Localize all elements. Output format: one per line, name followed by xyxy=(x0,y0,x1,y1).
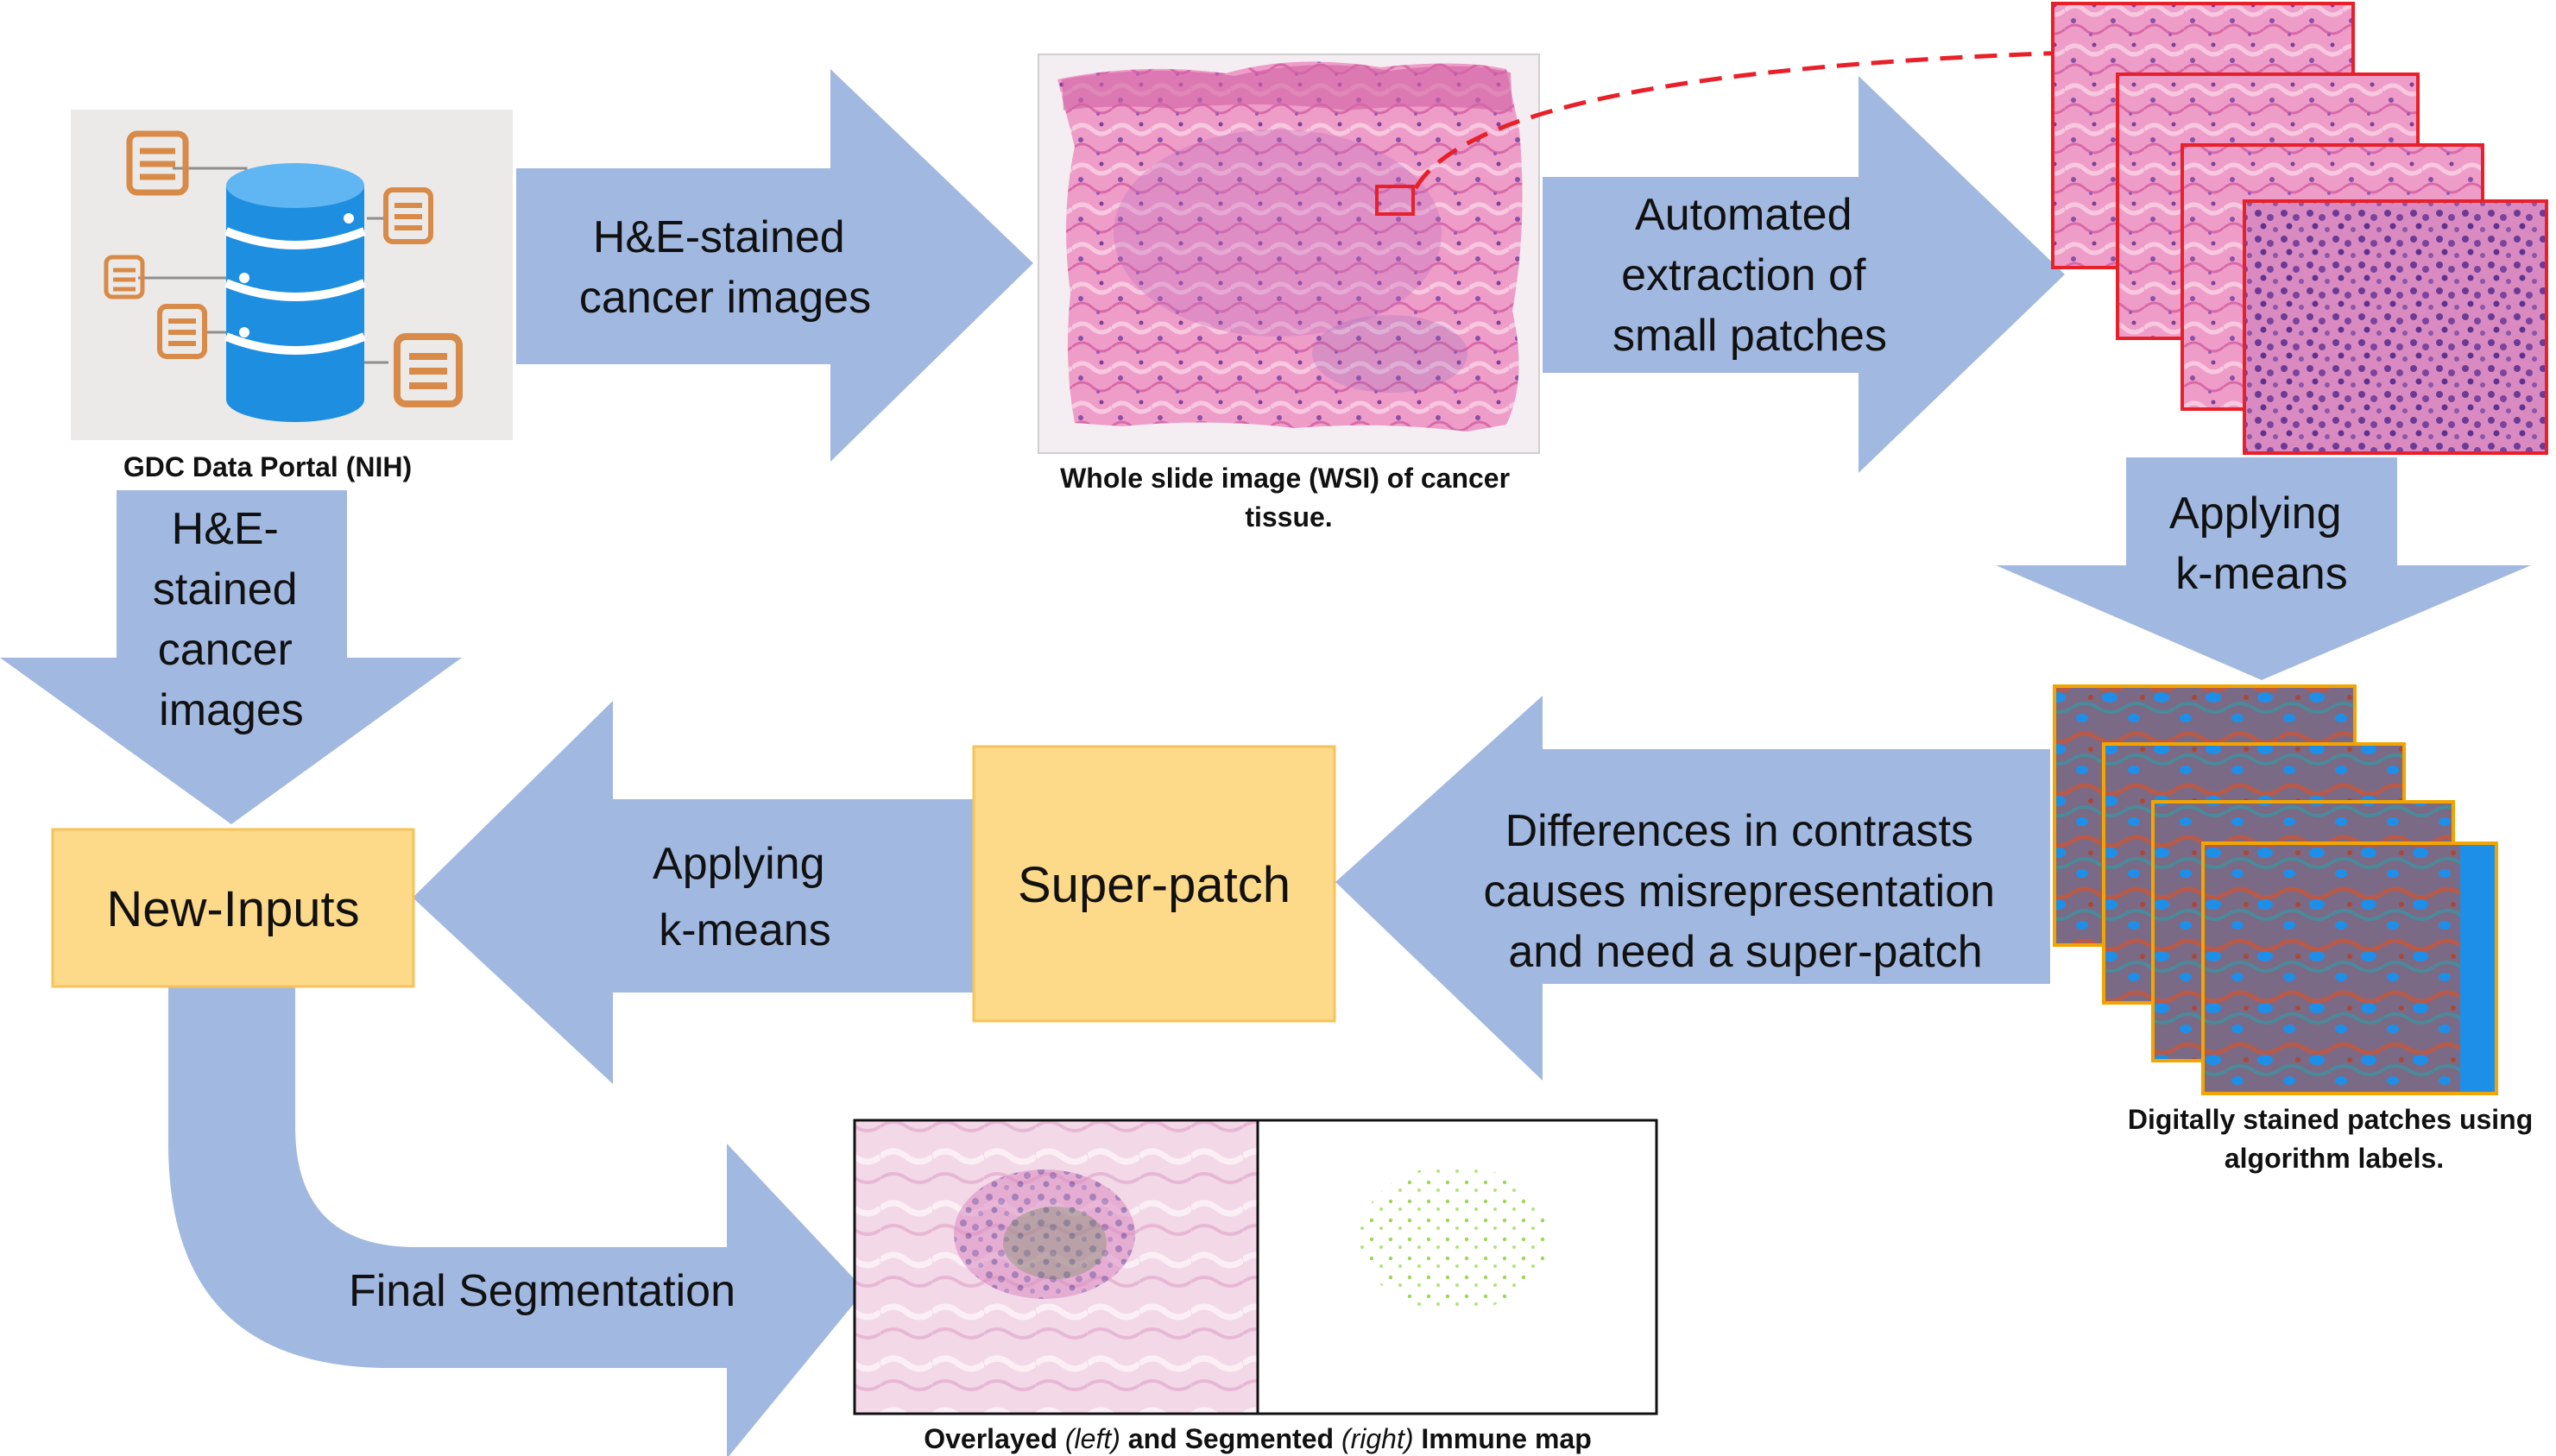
database-icon xyxy=(224,163,366,422)
stained-caption: Digitally stained patches using algorith… xyxy=(2128,1104,2540,1174)
arrow-kmeans-left xyxy=(413,701,974,1084)
arrow-he-stained-right xyxy=(516,69,1033,462)
gdc-data-portal-image xyxy=(71,110,513,440)
result-caption: Overlayed (left) and Segmented (right) I… xyxy=(924,1423,1592,1454)
arrow-label-kmeans-left: Applying k-means xyxy=(653,839,837,955)
dashed-link-arrow xyxy=(1413,49,2100,190)
whole-slide-image xyxy=(1038,54,1540,454)
arrow-he-stained-down xyxy=(0,490,462,824)
document-icon xyxy=(157,304,207,359)
document-icon xyxy=(383,187,433,244)
stained-patch-image xyxy=(2201,841,2498,1095)
document-icon xyxy=(126,130,189,196)
stained-patches-stack xyxy=(2053,684,2498,1095)
arrow-differences-left xyxy=(1335,696,2050,1081)
gdc-caption: GDC Data Portal (NIH) xyxy=(123,451,412,482)
new-inputs-label: New-Inputs xyxy=(106,881,359,937)
super-patch-box xyxy=(972,745,1336,1023)
arrow-final-segmentation xyxy=(168,984,865,1456)
arrow-label-extraction: Automated extraction of small patches xyxy=(1612,190,1887,361)
arrow-extraction-right xyxy=(1543,76,2065,473)
arrow-label-he-right: H&E-stained cancer images xyxy=(579,212,871,323)
document-icon xyxy=(104,255,145,299)
wsi-region-marker xyxy=(1375,185,1415,216)
extracted-patches-stack xyxy=(2051,2,2548,455)
super-patch-label: Super-patch xyxy=(1018,857,1291,913)
arrow-label-final: Final Segmentation xyxy=(349,1266,735,1316)
arrow-label-kmeans-down: Applying k-means xyxy=(2169,488,2354,599)
arrow-label-he-down: H&E- stained cancer images xyxy=(153,504,310,735)
arrow-label-differences: Differences in contrasts causes misrepre… xyxy=(1484,806,2008,977)
arrow-kmeans-down xyxy=(1996,457,2531,680)
wsi-caption: Whole slide image (WSI) of cancer tissue… xyxy=(1060,463,1518,533)
document-icon xyxy=(394,333,463,407)
new-inputs-box xyxy=(51,828,415,988)
patch-image xyxy=(2243,199,2548,455)
segmented-immune-map xyxy=(1256,1119,1658,1415)
overlayed-immune-map xyxy=(853,1119,1259,1415)
